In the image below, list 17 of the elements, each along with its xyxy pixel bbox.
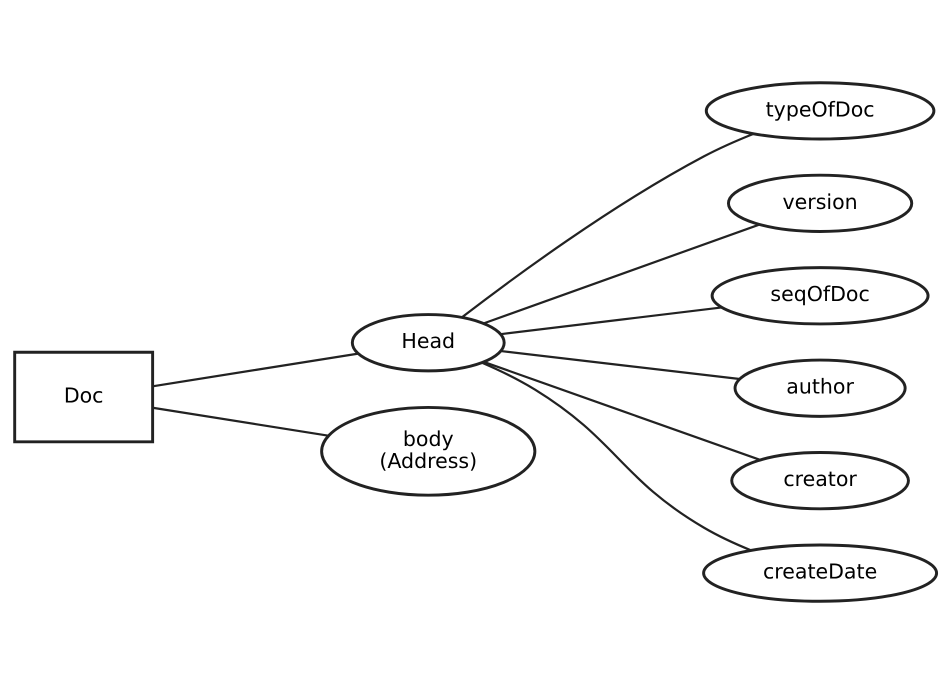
node-ellipse: createDate	[702, 544, 938, 603]
connector	[483, 360, 760, 461]
connector	[482, 362, 752, 552]
connector	[500, 350, 740, 380]
node-ellipse: author	[734, 358, 907, 418]
node-ellipse: seqOfDoc	[710, 266, 930, 326]
connector	[461, 132, 754, 318]
node-ellipse: creator	[730, 451, 910, 510]
node-box: Doc	[13, 350, 154, 444]
node-ellipse: version	[726, 174, 914, 233]
node-ellipse: body (Address)	[320, 406, 536, 497]
node-ellipse: Head	[350, 313, 506, 372]
connector	[152, 406, 329, 437]
connector	[152, 352, 358, 388]
connector	[483, 223, 760, 325]
node-ellipse: typeOfDoc	[704, 81, 936, 140]
connector	[500, 306, 722, 336]
